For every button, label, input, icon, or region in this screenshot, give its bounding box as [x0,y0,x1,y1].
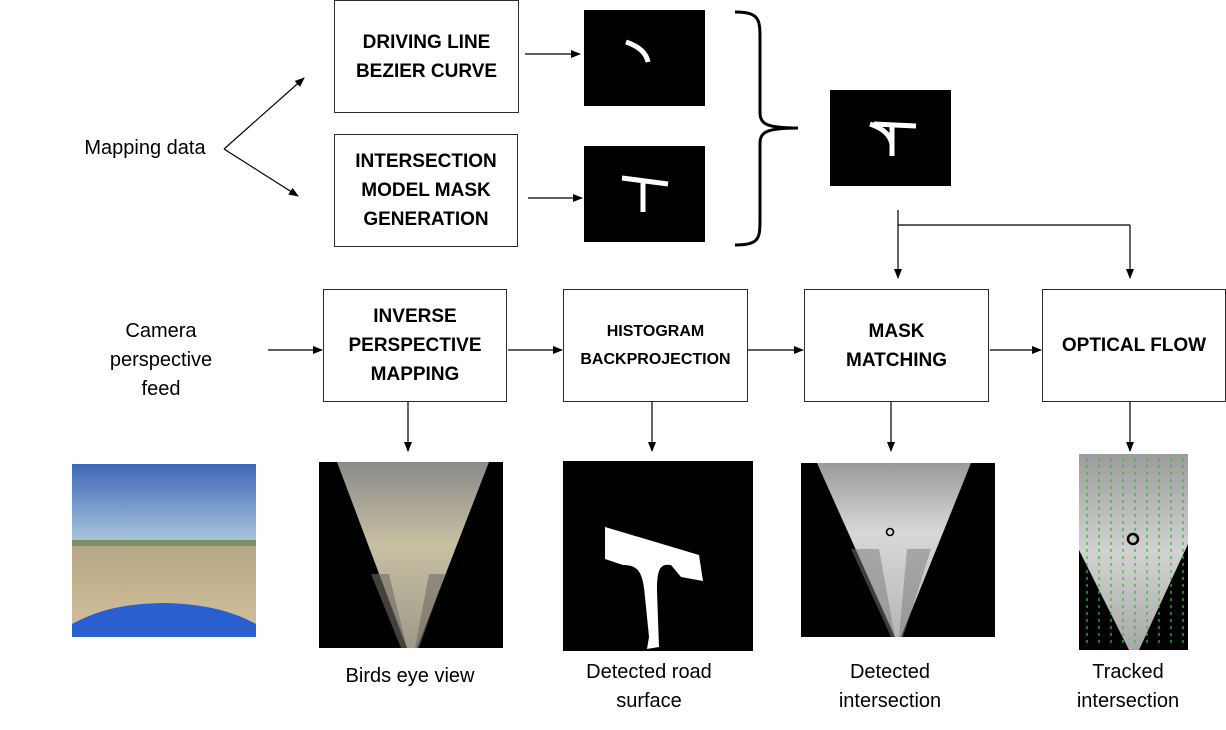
tracked-point-marker [1126,532,1140,546]
camera-feed-label: Camera perspective feed [109,320,213,400]
arc-mask-image [584,10,705,106]
caption-detected-road: Detected road surface [586,661,712,712]
detected-intersection-image [801,463,995,637]
mapping-data-label: Mapping data [84,137,206,159]
arrow-mapping-to-intersection-model [223,148,299,197]
birds-eye-image [319,462,503,648]
t-bar-shape [621,175,669,187]
arc-curve-shape [625,39,651,63]
detected-shadow-right [899,549,931,637]
combined-mask-image [830,90,951,186]
caption-detected-intersection: Detected intersection [838,661,942,712]
sky-shape [72,464,256,542]
road-surface-shape [605,527,703,649]
detected-shadow-left [851,549,895,637]
intersection-model-box: INTERSECTION MODEL MASK GENERATION [334,134,518,247]
detected-point-marker [885,527,895,537]
t-mask-image [584,146,705,242]
tracked-intersection-image [1079,454,1188,650]
camera-view-image [72,464,256,637]
inverse-perspective-box: INVERSE PERSPECTIVE MAPPING [323,289,507,402]
tracked-road-area [1079,454,1188,650]
mask-matching-box: MASK MATCHING [804,289,989,402]
detected-road-cone [817,463,971,637]
horizon-grass-shape [72,540,256,546]
histogram-backprojection-box: HISTOGRAM BACKPROJECTION [563,289,748,402]
optical-flow-box: OPTICAL FLOW [1042,289,1226,402]
caption-birds-eye: Birds eye view [345,665,475,687]
flow-vectors-group [1086,458,1184,644]
birds-eye-road-cone [337,462,489,648]
brace-combine [734,10,799,247]
caption-tracked-intersection: Tracked intersection [1076,661,1180,712]
driving-line-box: DRIVING LINE BEZIER CURVE [334,0,519,113]
birds-eye-shadow-right [415,574,445,648]
combined-bar-shape [873,121,917,129]
birds-eye-shadow-left [371,574,407,648]
car-hood-shape [72,603,256,637]
road-surface-image [563,461,753,651]
arrow-mapping-to-driving-line [223,77,305,150]
